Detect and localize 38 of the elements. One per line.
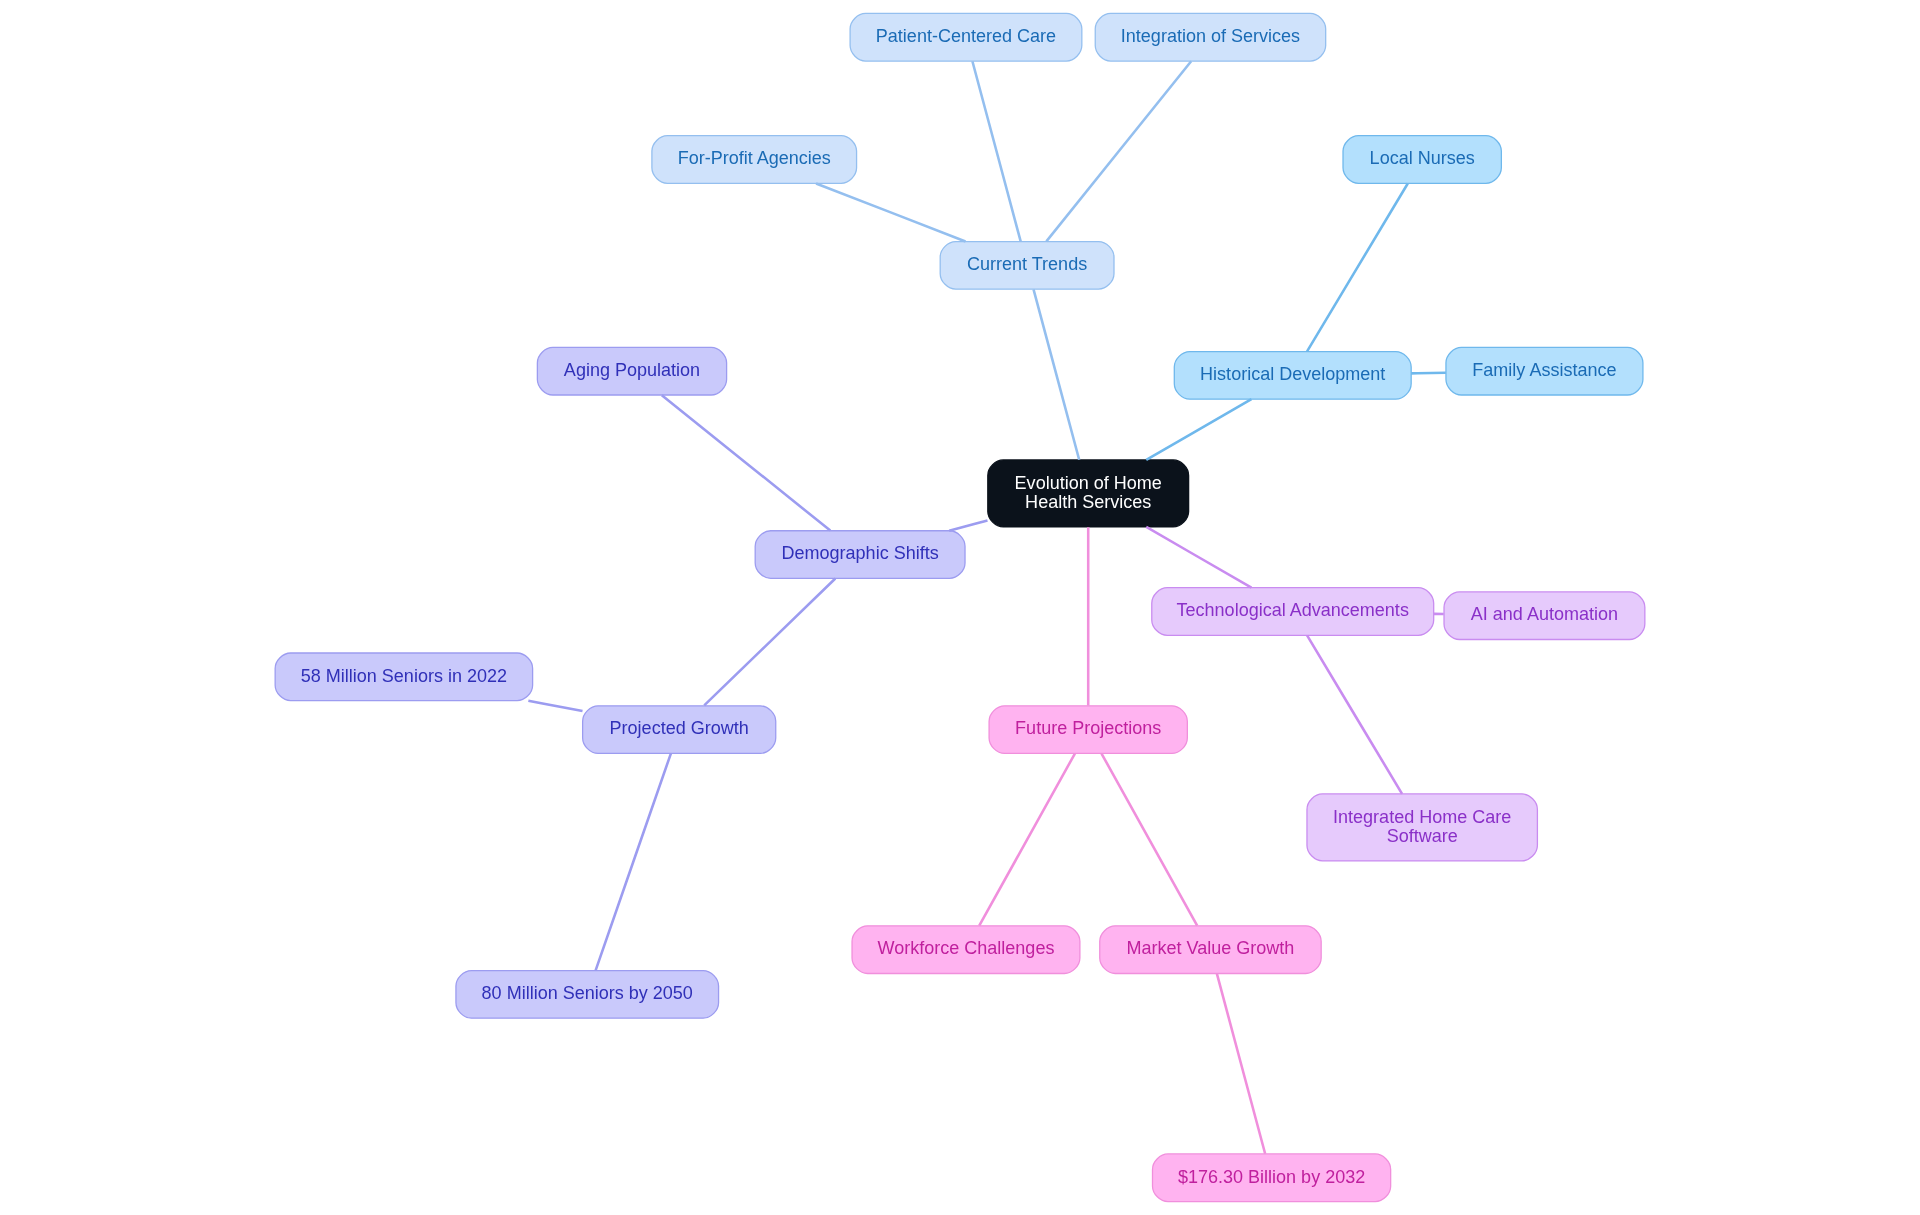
- connector: [815, 182, 966, 243]
- connector: [661, 394, 832, 532]
- connector: [703, 577, 837, 707]
- connector: [1145, 525, 1253, 589]
- node-box: 80 Million Seniors by 2050: [455, 969, 720, 1019]
- node-box: AI and Automation: [1443, 591, 1646, 641]
- node-box: Integrated Home Care Software: [1306, 793, 1539, 862]
- node-box: Future Projections: [988, 705, 1188, 755]
- node-box: Integration of Services: [1094, 12, 1327, 62]
- connector: [528, 699, 583, 713]
- node-box: Market Value Growth: [1099, 925, 1322, 975]
- node-box: Aging Population: [536, 346, 728, 396]
- connector: [594, 753, 673, 971]
- node-box: Demographic Shifts: [754, 530, 966, 580]
- node-box: Evolution of Home Health Services: [987, 459, 1190, 528]
- connector: [1145, 398, 1253, 462]
- connector: [1086, 527, 1090, 706]
- node-box: For-Profit Agencies: [651, 135, 858, 184]
- node-box: Current Trends: [939, 240, 1115, 290]
- connector: [971, 60, 1022, 242]
- connector: [1215, 973, 1267, 1155]
- connector: [978, 752, 1077, 927]
- node-box: Local Nurses: [1342, 135, 1502, 184]
- connector: [1100, 752, 1199, 927]
- connector: [1411, 371, 1446, 375]
- node-box: Family Assistance: [1445, 346, 1644, 396]
- node-box: Patient-Centered Care: [849, 12, 1083, 62]
- node-box: Workforce Challenges: [851, 925, 1081, 975]
- node-box: $176.30 Billion by 2032: [1151, 1153, 1392, 1203]
- node-box: 58 Million Seniors in 2022: [274, 652, 534, 702]
- node-box: Historical Development: [1173, 350, 1412, 400]
- connector: [948, 519, 988, 532]
- node-box: Technological Advancements: [1151, 587, 1435, 636]
- connector: [1305, 634, 1404, 795]
- node-box: Projected Growth: [582, 705, 777, 755]
- connector: [1045, 60, 1193, 243]
- connector: [1305, 182, 1409, 353]
- connector: [1032, 289, 1081, 461]
